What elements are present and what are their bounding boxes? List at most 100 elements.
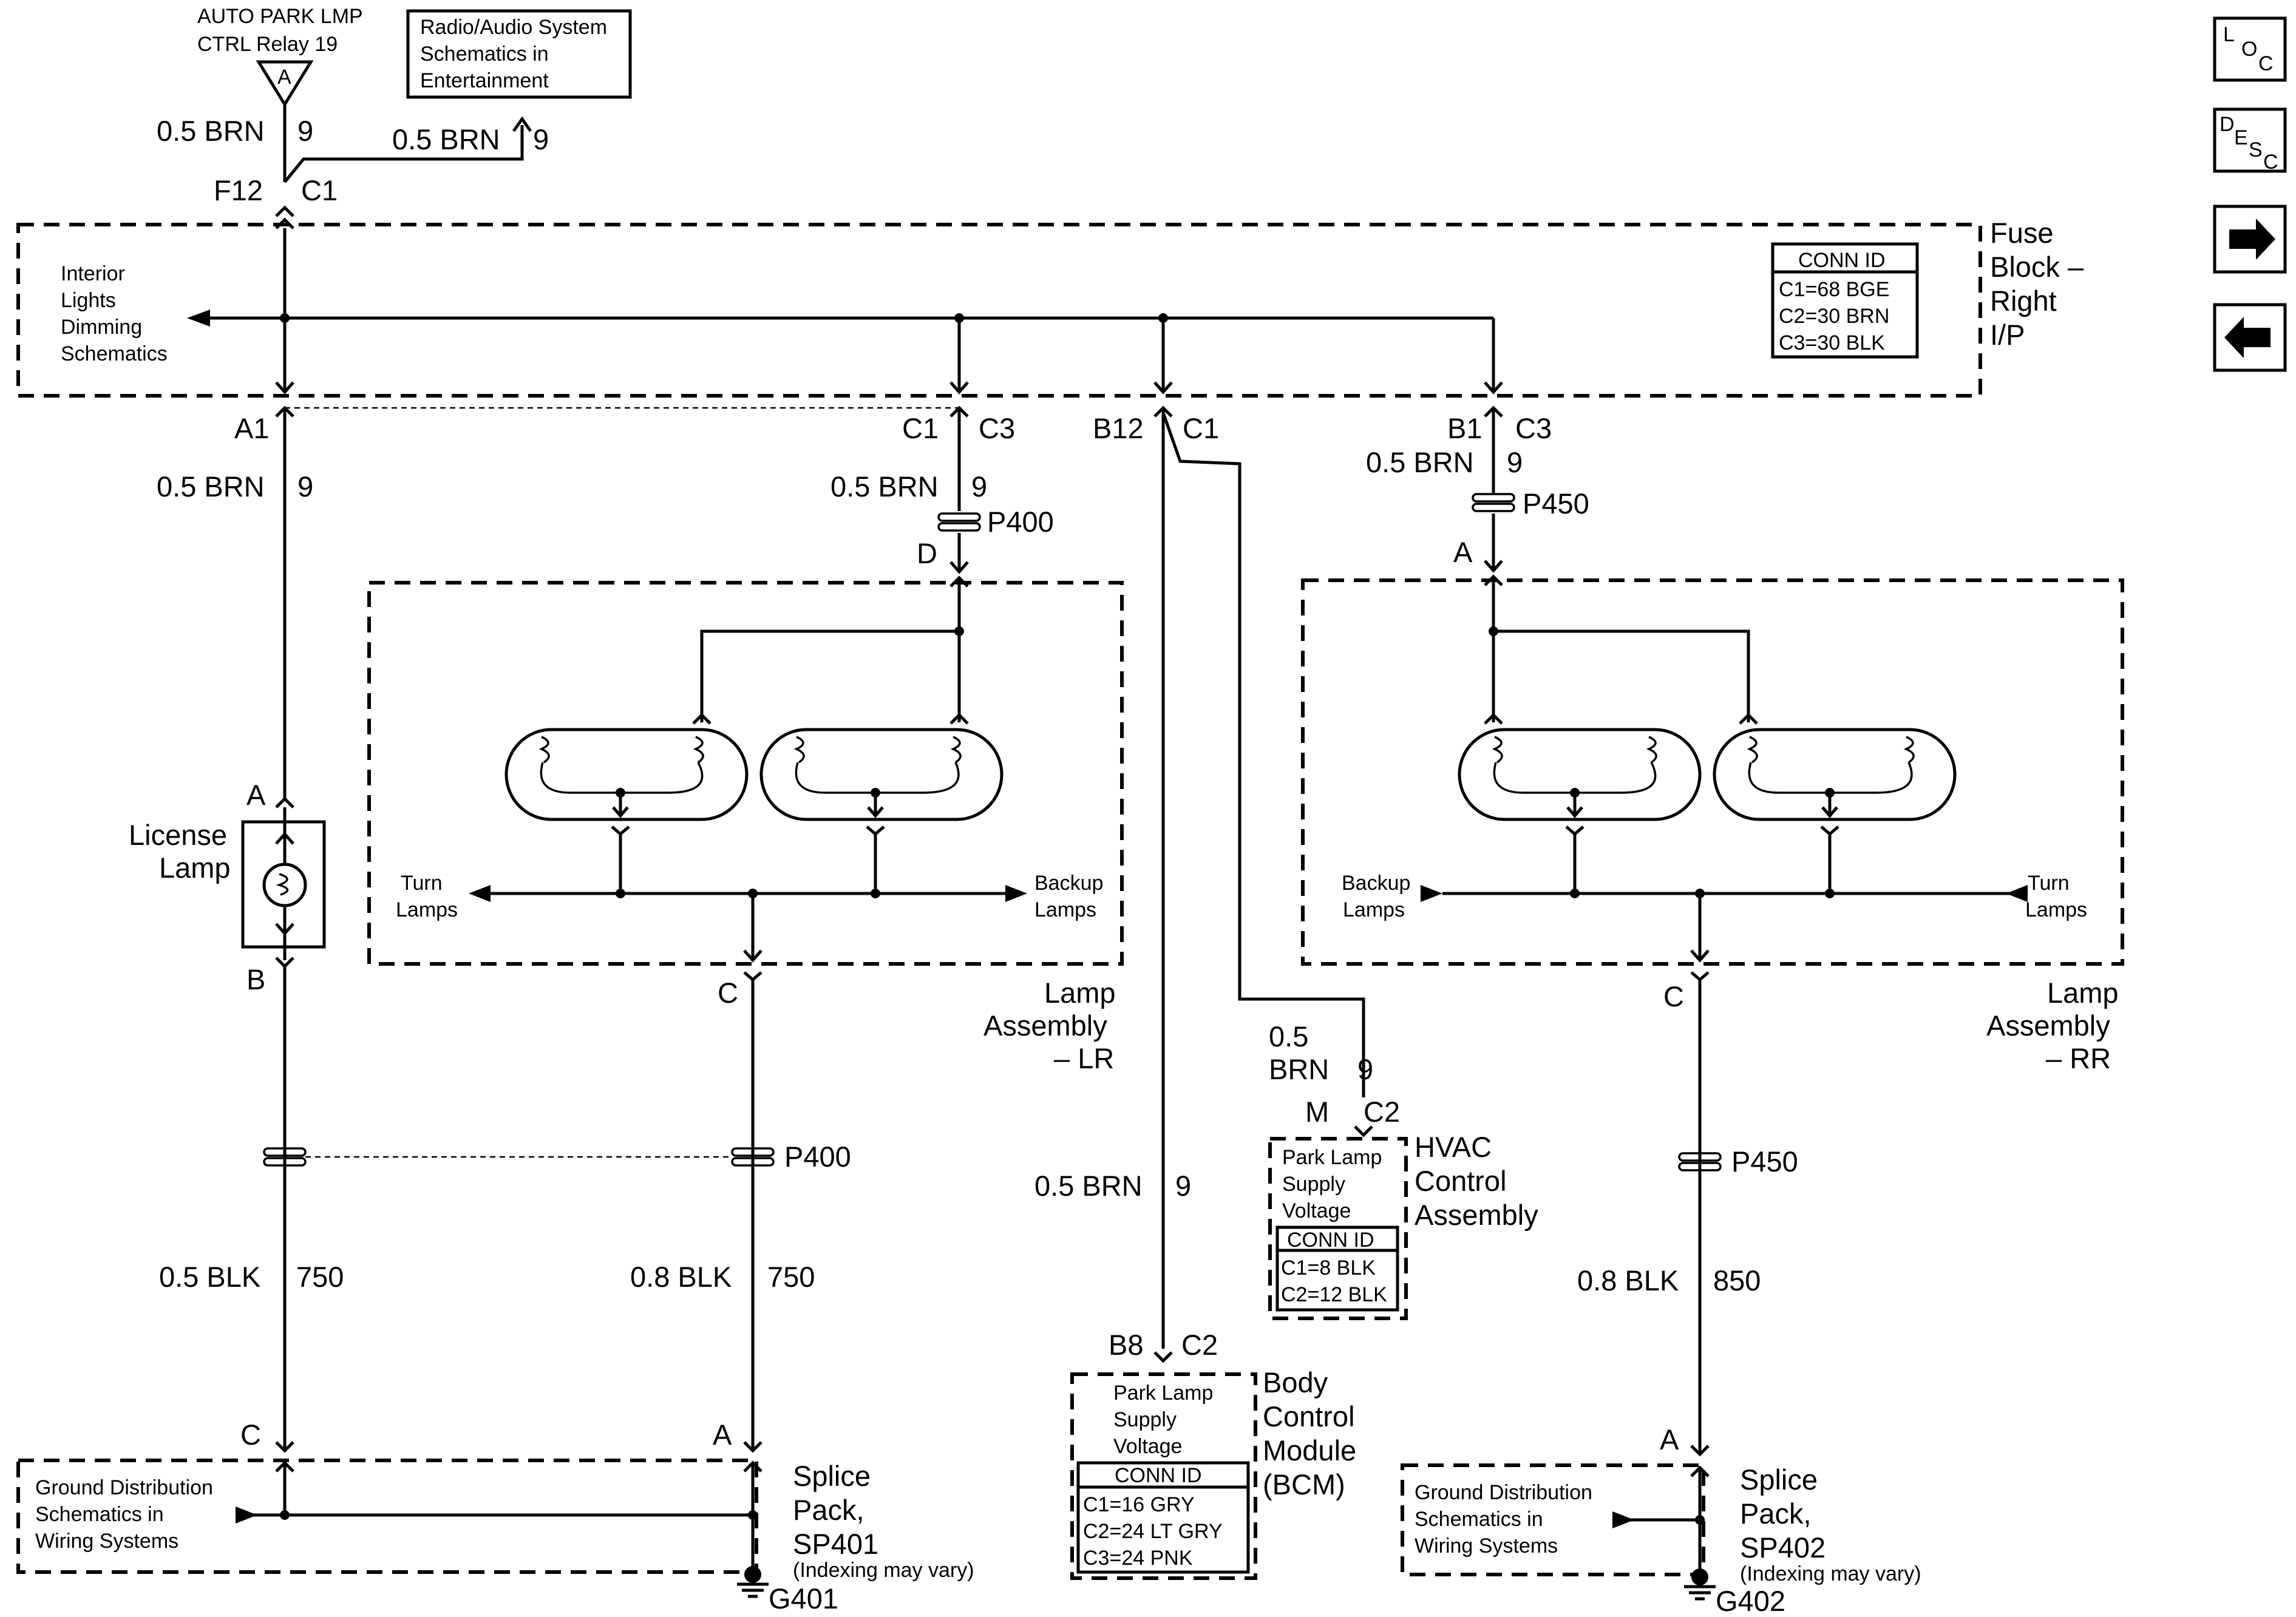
license-lamp-label-2: Lamp (159, 852, 231, 884)
lr-pin-c: C (718, 977, 738, 1009)
lr-turn-1: Turn (401, 872, 443, 895)
license-lamp: License Lamp A B (129, 779, 326, 995)
pin-b1: B1 (1447, 412, 1483, 444)
radio-audio-box: Radio/Audio System Schematics in Enterta… (406, 9, 632, 99)
lr-turn-2: Lamps (396, 898, 458, 921)
hvac-conn-c2: C2 (1364, 1096, 1400, 1128)
sp401-label-3: SP401 (793, 1528, 878, 1560)
sp402-gd-3: Wiring Systems (1415, 1534, 1558, 1558)
body-control-module: Park Lamp Supply Voltage CONN ID C1=16 G… (1070, 1366, 1356, 1580)
bcm-box-3: Voltage (1113, 1435, 1182, 1458)
bcm-conn-c1: C1=16 GRY (1083, 1493, 1195, 1516)
rr-backup-2: Lamps (1343, 898, 1405, 921)
prev-button[interactable] (2213, 303, 2287, 372)
sp402-label-2: Pack, (1740, 1497, 1812, 1530)
splice-pack-sp402: Ground Distribution Schematics in Wiring… (1401, 1463, 1921, 1585)
sp402-note: (Indexing may vary) (1740, 1562, 1921, 1585)
bcm-conn-c2: C2 (1181, 1329, 1218, 1361)
hvac-conn-c2-text: C2=12 BLK (1281, 1283, 1387, 1306)
rr-bulb-1 (1458, 728, 1702, 821)
conn-c3-rr: C3 (1515, 412, 1552, 444)
connector-p450-bottom: P450 (1678, 1145, 1798, 1178)
rr-backup-1: Backup (1342, 872, 1410, 895)
hvac-pin-m: M (1305, 1096, 1329, 1128)
pin-a1: A1 (234, 412, 270, 444)
wire-label-top-a: 0.5 BRN (157, 115, 265, 147)
rr-label-1: Lamp (2047, 977, 2119, 1009)
ground-g401: G401 (769, 1582, 838, 1615)
bcm-conn-c2-text: C2=24 LT GRY (1083, 1520, 1223, 1543)
license-pin-b: B (246, 963, 265, 995)
conn-c3-lr: C3 (979, 412, 1015, 444)
interior-lights-3: Dimming (61, 316, 142, 339)
lr-bulb-2 (759, 728, 1004, 821)
circuit-label-mid: 9 (1175, 1170, 1191, 1202)
desc-e: E (2234, 126, 2248, 149)
wire-label-c1: 0.5 BRN (830, 470, 939, 503)
wire-label-mid: 0.5 BRN (1034, 1170, 1143, 1202)
connector-p400-bottom: P400 (263, 1141, 851, 1173)
ground-g402: G402 (1716, 1585, 1785, 1617)
desc-button[interactable]: D E S C (2213, 107, 2287, 174)
radio-line-1: Radio/Audio System (420, 16, 607, 39)
arrow-up-icon (512, 116, 532, 132)
circuit-label-lic-gnd: 750 (296, 1261, 344, 1293)
license-lamp-label-1: License (129, 819, 227, 851)
hvac-conn-title: CONN ID (1287, 1229, 1374, 1252)
hvac-label-3: Assembly (1415, 1199, 1538, 1231)
lr-label-2: Assembly (983, 1009, 1107, 1042)
left-arrow-icon (2224, 317, 2271, 358)
license-pin-a: A (246, 779, 266, 811)
sp402-label-1: Splice (1740, 1463, 1818, 1496)
pin-f12: F12 (214, 174, 263, 206)
fuse-conn-id-table: CONN ID C1=68 BGE C2=30 BRN C3=30 BLK (1771, 242, 1919, 359)
sp402-gd-1: Ground Distribution (1415, 1481, 1592, 1504)
wire-label-lr-gnd: 0.8 BLK (630, 1261, 732, 1293)
ground-icon (1684, 1568, 1716, 1601)
radio-line-2: Schematics in (420, 42, 549, 66)
fuse-label-2: Block – (1990, 251, 2084, 283)
sp401-gd-3: Wiring Systems (35, 1530, 178, 1553)
hvac-control-assembly: Park Lamp Supply Voltage CONN ID C1=8 BL… (1268, 1131, 1538, 1320)
splice-pack-sp401: Ground Distribution Schematics in Wiring… (16, 1459, 974, 1582)
bcm-conn-title: CONN ID (1115, 1464, 1202, 1487)
circuit-label-top-a: 9 (297, 115, 313, 147)
bcm-pin-b8: B8 (1109, 1329, 1144, 1361)
radio-line-3: Entertainment (420, 69, 549, 92)
lr-label-3: – LR (1054, 1042, 1114, 1074)
hvac-conn-c1: C1=8 BLK (1281, 1256, 1376, 1280)
connector-p450-top: P450 (1472, 487, 1589, 520)
hvac-wire-label-2: BRN (1269, 1053, 1329, 1085)
sp401-gd-2: Schematics in (35, 1503, 164, 1526)
circuit-label-top-b: 9 (533, 123, 549, 155)
loc-l: L (2223, 23, 2235, 46)
wire-label-lic-gnd: 0.5 BLK (159, 1261, 260, 1293)
bcm-box-2: Supply (1113, 1408, 1177, 1431)
pin-c1: C1 (902, 412, 939, 444)
relay-label-2: CTRL Relay 19 (197, 33, 338, 56)
bcm-box-1: Park Lamp (1113, 1381, 1213, 1405)
conn-f12-c1: C1 (301, 174, 338, 206)
sp401-pin-a: A (713, 1419, 732, 1451)
loc-c: C (2258, 52, 2274, 75)
bcm-label-2: Control (1263, 1400, 1355, 1432)
wire-label-b1: 0.5 BRN (1366, 446, 1474, 478)
desc-c: C (2263, 151, 2278, 174)
p450-bottom-label: P450 (1731, 1145, 1798, 1178)
loc-button[interactable]: L O C (2213, 16, 2287, 82)
rr-bulb-2 (1713, 728, 1957, 821)
fuse-label-1: Fuse (1990, 217, 2054, 249)
sp401-note: (Indexing may vary) (793, 1559, 974, 1582)
interior-lights-1: Interior (61, 262, 125, 285)
sp401-label-2: Pack, (793, 1494, 864, 1526)
p400-bottom-label: P400 (784, 1141, 851, 1173)
bcm-label-3: Module (1263, 1434, 1356, 1466)
rr-turn-2: Lamps (2025, 898, 2087, 921)
rr-pin-c: C (1663, 980, 1684, 1012)
hvac-label-1: HVAC (1415, 1131, 1492, 1163)
hvac-circuit-label: 9 (1357, 1053, 1373, 1085)
conn-c1-b12: C1 (1183, 412, 1219, 444)
p400-pin-d: D (917, 537, 937, 569)
lamp-assembly-lr: Turn Lamps Backup Lamps (367, 578, 1124, 966)
next-button[interactable] (2213, 205, 2287, 274)
